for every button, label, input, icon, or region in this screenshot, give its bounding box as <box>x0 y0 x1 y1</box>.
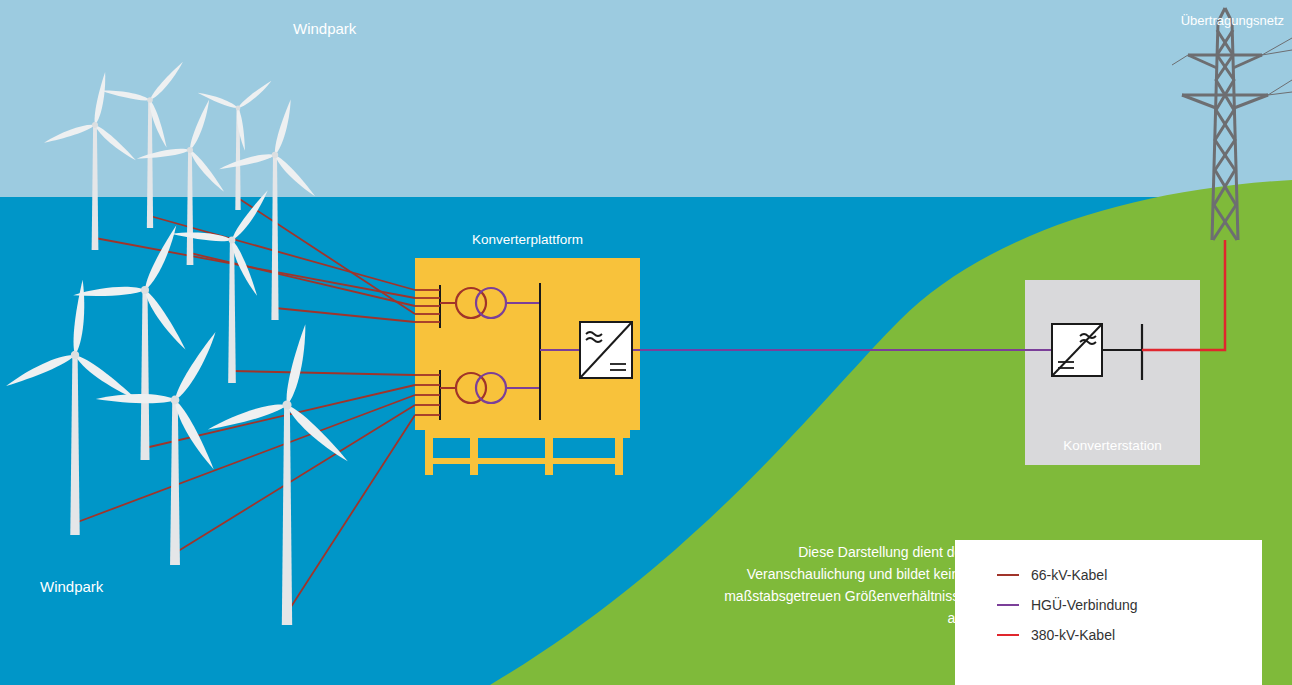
node-title: Konverterplattform <box>415 232 640 247</box>
legend-text: HGÜ-Verbindung <box>1031 597 1138 613</box>
disclaimer-note: Diese Darstellung dient der Veranschauli… <box>717 541 967 629</box>
legend-item: 66-kV-Kabel <box>997 560 1262 590</box>
converter-station-symbols <box>1025 280 1200 465</box>
legend-line-sample <box>997 633 1019 637</box>
legend-item: HGÜ-Verbindung <box>997 590 1262 620</box>
windpark-label: Windpark <box>293 20 356 37</box>
windpark-label: Windpark <box>40 578 103 595</box>
hvdc-connection <box>640 349 1025 351</box>
legend-text: 66-kV-Kabel <box>1031 567 1107 583</box>
legend-line-sample <box>997 573 1019 577</box>
legend-box: 66-kV-KabelHGÜ-Verbindung 380-kV-Kabel <box>955 540 1262 685</box>
converter-station: Konverterstation <box>1025 280 1200 465</box>
legend-text: 380-kV-Kabel <box>1031 627 1115 643</box>
legend-item: 380-kV-Kabel <box>997 620 1262 650</box>
node-title: Konverterstation <box>1025 438 1200 453</box>
grid-label: Übertragungsnetz <box>1181 13 1284 28</box>
legend-line-sample <box>997 603 1019 607</box>
converter-platform: Konverterplattform <box>415 258 640 430</box>
converter-platform-symbols <box>415 258 640 430</box>
